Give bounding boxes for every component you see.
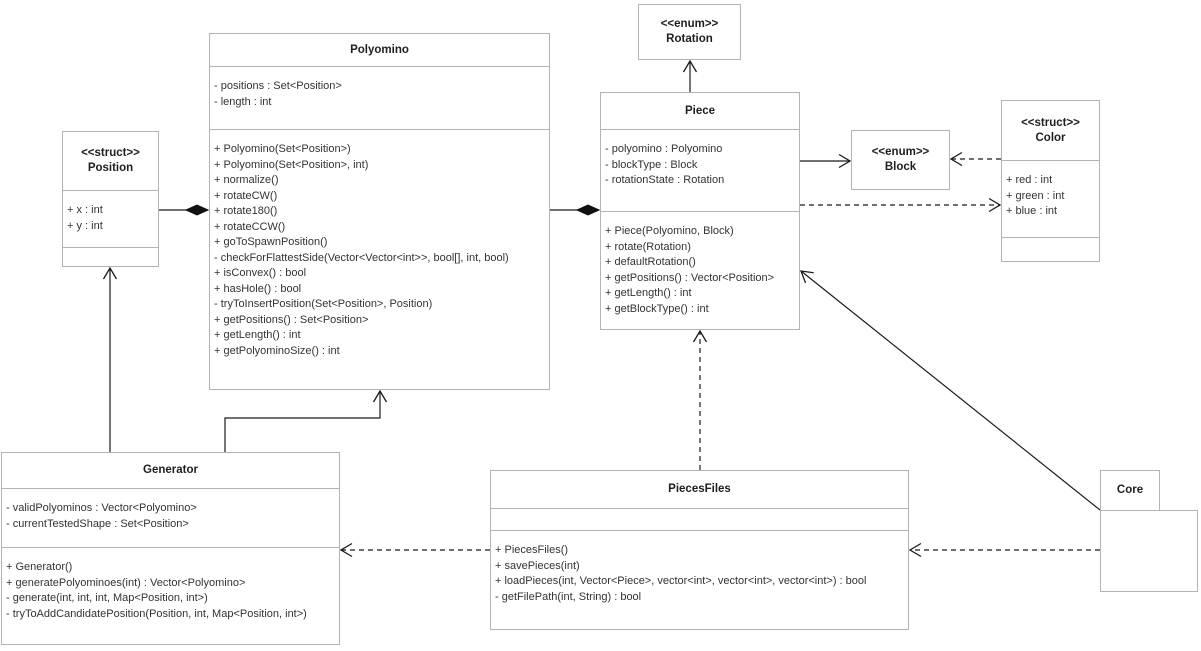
member-line: + isConvex() : bool	[214, 267, 307, 279]
member-line: - getFilePath(int, String) : bool	[495, 590, 642, 603]
methods-compartment	[1002, 237, 1099, 261]
class-title-polyomino: Polyomino	[210, 34, 549, 66]
class-name: Position	[87, 162, 134, 174]
class-box-position: <<struct>> Position + x : int + y : int	[62, 131, 159, 267]
member-line: + generatePolyominoes(int) : Vector<Poly…	[6, 576, 246, 589]
stereotype-label: <<struct>>	[1021, 116, 1080, 129]
class-title-block: <<enum>> Block	[852, 131, 949, 189]
member-line: - checkForFlattestSide(Vector<Vector<int…	[214, 251, 509, 264]
member-line: + green : int	[1006, 189, 1065, 202]
member-line: - generate(int, int, int, Map<Position, …	[6, 592, 208, 604]
edge-core-piece-arrow	[800, 270, 1101, 511]
methods-compartment	[63, 247, 158, 266]
attributes-compartment: - positions : Set<Position> - length : in…	[210, 66, 549, 129]
member-line: - currentTestedShape : Set<Position>	[6, 517, 189, 530]
member-line: + getLength() : int	[214, 329, 301, 341]
member-line: + rotate180()	[214, 205, 278, 217]
attributes-compartment: + x : int + y : int	[63, 190, 158, 247]
class-box-piece: Piece - polyomino : Polyomino - blockType…	[600, 92, 800, 330]
methods-compartment: + Polyomino(Set<Position>) + Polyomino(Se…	[210, 129, 549, 389]
class-name: Color	[1035, 131, 1066, 144]
member-line: + normalize()	[214, 174, 279, 186]
attributes-compartment: - polyomino : Polyomino - blockType : Blo…	[601, 129, 799, 211]
member-line: + getPositions() : Vector<Position>	[605, 271, 775, 284]
class-name: Block	[884, 161, 917, 173]
member-line: + PiecesFiles()	[495, 544, 569, 556]
member-line: + red : int	[1006, 174, 1053, 186]
member-line: + getPositions() : Set<Position>	[214, 313, 369, 326]
member-line: + Piece(Polyomino, Block)	[605, 225, 734, 237]
member-line: - length : int	[214, 95, 272, 108]
member-line: - polyomino : Polyomino	[605, 143, 723, 155]
class-name: PiecesFiles	[668, 483, 731, 495]
class-title-rotation: <<enum>> Rotation	[639, 5, 740, 59]
class-box-polyomino: Polyomino - positions : Set<Position> - l…	[209, 33, 550, 390]
class-name: Piece	[684, 104, 716, 117]
attributes-compartment: - validPolyominos : Vector<Polyomino> - c…	[2, 488, 339, 547]
class-name: Polyomino	[350, 43, 409, 56]
member-line: + savePieces(int)	[495, 559, 580, 572]
package-body-core	[1100, 510, 1198, 592]
member-line: - blockType : Block	[605, 158, 698, 171]
member-line: - positions : Set<Position>	[214, 80, 342, 92]
member-line: + getPolyominoSize() : int	[214, 344, 340, 357]
class-name: Generator	[143, 464, 198, 476]
member-line: + defaultRotation()	[605, 256, 696, 268]
methods-compartment: + Piece(Polyomino, Block) + rotate(Rotati…	[601, 211, 799, 329]
class-title-position: <<struct>> Position	[63, 132, 158, 190]
package-tab-core: Core	[1100, 470, 1160, 511]
package-title-core: Core	[1101, 471, 1159, 510]
member-line: + getLength() : int	[605, 287, 692, 299]
member-line: + Generator()	[6, 561, 73, 573]
class-title-piecesfiles: PiecesFiles	[491, 471, 908, 508]
methods-compartment: + Generator() + generatePolyominoes(int) …	[2, 547, 339, 644]
member-line: - validPolyominos : Vector<Polyomino>	[6, 502, 197, 514]
stereotype-label: <<struct>>	[81, 147, 140, 159]
attributes-compartment: + red : int + green : int + blue : int	[1002, 160, 1099, 237]
member-line: + Polyomino(Set<Position>)	[214, 143, 351, 155]
member-line: + getBlockType() : int	[605, 302, 709, 315]
package-name: Core	[1116, 484, 1144, 496]
member-line: + blue : int	[1006, 205, 1058, 217]
class-box-color: <<struct>> Color + red : int + green : in…	[1001, 100, 1100, 262]
member-line: + rotate(Rotation)	[605, 240, 691, 253]
member-line: + goToSpawnPosition()	[214, 236, 328, 248]
class-box-piecesfiles: PiecesFiles + PiecesFiles() + savePieces(…	[490, 470, 909, 630]
member-line: - tryToAddCandidatePosition(Position, in…	[6, 607, 307, 620]
member-line: - tryToInsertPosition(Set<Position>, Pos…	[214, 298, 433, 310]
member-line: + rotateCW()	[214, 189, 278, 202]
stereotype-label: <<enum>>	[660, 18, 719, 30]
member-line: - rotationState : Rotation	[605, 174, 725, 186]
member-line: + Polyomino(Set<Position>, int)	[214, 158, 369, 171]
stereotype-label: <<enum>>	[871, 146, 930, 158]
class-box-generator: Generator - validPolyominos : Vector<Pol…	[1, 452, 340, 645]
class-box-block: <<enum>> Block	[851, 130, 950, 190]
member-line: + y : int	[67, 219, 103, 232]
member-line: + hasHole() : bool	[214, 282, 302, 295]
class-title-color: <<struct>> Color	[1002, 101, 1099, 160]
class-box-rotation: <<enum>> Rotation	[638, 4, 741, 60]
member-line: + x : int	[67, 204, 103, 216]
class-title-piece: Piece	[601, 93, 799, 129]
class-name: Rotation	[666, 33, 713, 45]
attributes-compartment	[491, 508, 908, 530]
methods-compartment: + PiecesFiles() + savePieces(int) + loadPi…	[491, 530, 908, 629]
class-title-generator: Generator	[2, 453, 339, 488]
member-line: + loadPieces(int, Vector<Piece>, vector<…	[495, 575, 867, 587]
edge-generator-polyomino-arrow	[224, 389, 388, 452]
member-line: + rotateCCW()	[214, 220, 286, 233]
